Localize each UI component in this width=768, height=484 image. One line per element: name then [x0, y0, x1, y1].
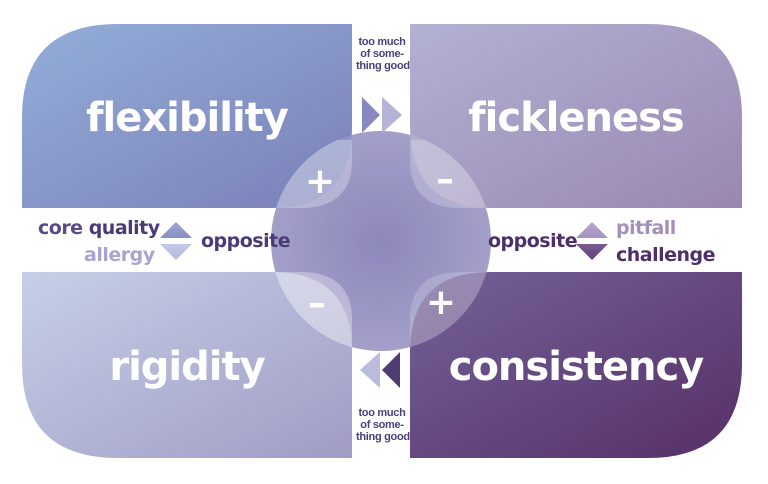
center-disc-segment-4: [410, 272, 491, 351]
right-triangle-down: [576, 244, 608, 260]
note-bottom-line-2: of some-: [360, 419, 404, 431]
center-disc-segment-1: [271, 140, 352, 208]
quadrant-bottom-right-label: consistency: [448, 344, 705, 390]
sign-top-right: –: [436, 159, 454, 200]
quadrant-top-right-label: fickleness: [468, 95, 684, 141]
note-top: too much of some- thing good: [356, 36, 410, 72]
right-triangle-up: [576, 222, 608, 238]
arrow-left-1: [382, 352, 400, 388]
note-bottom: too much of some- thing good: [356, 407, 410, 443]
note-top-line-2: of some-: [360, 48, 404, 60]
center-disc-segment-2: [410, 140, 491, 208]
label-opposite-left: opposite: [201, 230, 291, 252]
note-top-line-1: too much: [358, 36, 406, 48]
sign-bottom-left: –: [308, 283, 326, 324]
quadrant-bottom-left-shape: [22, 272, 352, 458]
left-triangle-down: [160, 244, 192, 260]
label-opposite-right: opposite: [488, 230, 578, 252]
label-allergy: allergy: [84, 244, 155, 266]
arrow-left-2: [360, 352, 380, 388]
sign-top-left: +: [304, 161, 336, 202]
center-circle-overlay: [271, 131, 491, 351]
label-pitfall: pitfall: [616, 217, 676, 239]
note-bottom-line-3: thing good: [356, 431, 410, 443]
label-quality: quality: [88, 217, 160, 239]
quadrant-bottom-right-shape: [410, 272, 742, 458]
label-challenge: challenge: [616, 244, 716, 266]
label-core: core: [38, 217, 83, 239]
quadrant-top-right-shape: [410, 24, 742, 208]
quadrant-top-left-shape: [22, 24, 352, 208]
quadrant-top-left-label: flexibility: [86, 95, 289, 141]
sign-bottom-right: +: [425, 282, 457, 323]
left-triangle-up: [160, 222, 192, 238]
note-bottom-line-1: too much: [358, 407, 406, 419]
label-core-quality: core quality: [38, 217, 160, 239]
arrow-right-1: [362, 97, 380, 133]
note-top-line-3: thing good: [356, 60, 410, 72]
arrow-right-2: [382, 97, 402, 133]
quadrant-bottom-left-label: rigidity: [109, 344, 265, 390]
